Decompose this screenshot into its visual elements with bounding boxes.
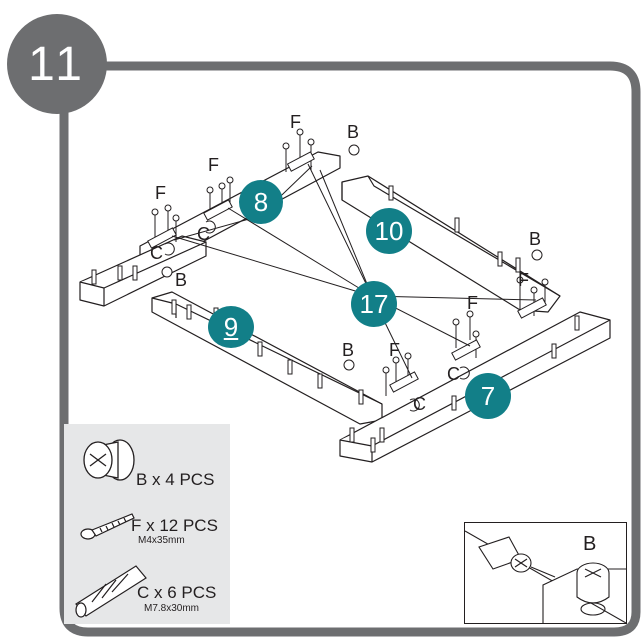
hardware-c-label: C x 6 PCS xyxy=(137,583,217,602)
label-f: F xyxy=(208,155,219,175)
screw-group-8 xyxy=(203,176,234,221)
label-f: F xyxy=(155,183,166,203)
label-b: B xyxy=(347,122,360,142)
hardware-f-spec: M4x35mm xyxy=(138,535,185,546)
label-f: F xyxy=(467,293,478,313)
cam-lock-icon xyxy=(83,439,135,481)
callout-10: 10 xyxy=(366,208,412,254)
cam-lock-detail-drawing xyxy=(465,530,626,623)
label-f: F xyxy=(290,112,301,132)
screw-group-mid xyxy=(451,310,481,361)
callout-7: 7 xyxy=(465,373,511,419)
label-c: C xyxy=(447,364,460,384)
label-c: C xyxy=(413,394,426,414)
hardware-b-label: B x 4 PCS xyxy=(136,470,215,489)
dowel-icon xyxy=(75,565,147,618)
inset-label-b: B xyxy=(583,533,597,555)
screw-icon xyxy=(80,513,135,540)
label-b: B xyxy=(175,270,188,290)
label-c: C xyxy=(150,243,163,263)
label-b: B xyxy=(342,340,355,360)
cam-lock-detail-inset: B xyxy=(464,522,627,624)
step-frame xyxy=(59,61,641,637)
screw-group-right xyxy=(516,276,549,319)
screw-group-left xyxy=(147,204,180,249)
hardware-f-label: F x 12 PCS xyxy=(131,516,218,535)
label-c: C xyxy=(197,224,210,244)
label-b: B xyxy=(529,229,542,249)
callout-9: 9 xyxy=(208,306,254,348)
screw-group-top xyxy=(282,128,315,172)
label-f: F xyxy=(518,270,529,290)
label-f: F xyxy=(389,340,400,360)
step-number-badge: 11 xyxy=(7,14,107,114)
callout-17: 17 xyxy=(351,281,397,327)
callout-8: 8 xyxy=(239,180,283,224)
hardware-c-spec: M7.8x30mm xyxy=(144,603,200,614)
